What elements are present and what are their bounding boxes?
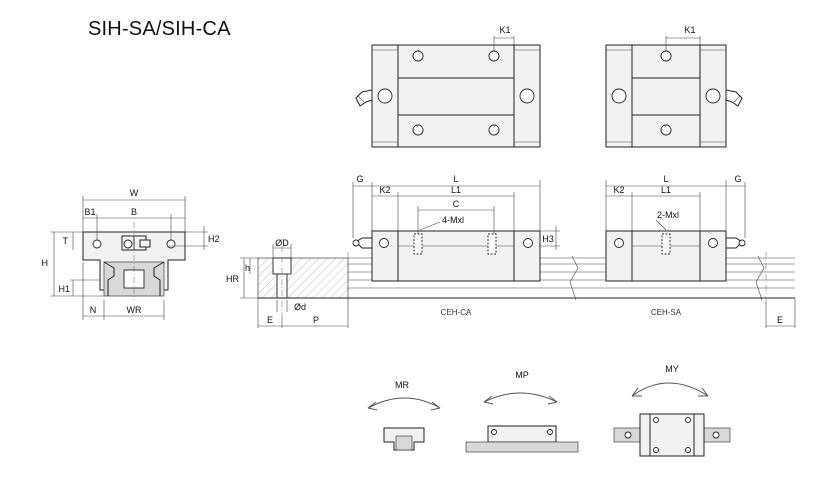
top-view-ca: K1	[355, 25, 541, 148]
dim-h: H	[42, 258, 49, 268]
dim-n: N	[90, 305, 97, 315]
dim-e-left: E	[267, 315, 273, 325]
dim-l1-left: L1	[451, 185, 461, 195]
moment-mp: MP	[465, 370, 579, 453]
dim-p: P	[313, 315, 319, 325]
cross-section-view: W B B1 H T H1 H2 N WR	[42, 188, 220, 320]
dim-l-left: L	[453, 174, 458, 184]
dim-k2-right: K2	[613, 185, 624, 195]
k1-label-right: K1	[684, 25, 695, 35]
moment-mr: MR	[367, 380, 441, 451]
label-my: MY	[665, 364, 679, 374]
caption-ca: CEH-CA	[441, 308, 472, 317]
dim-phi-d-lower: Ød	[294, 302, 306, 312]
dim-b1: B1	[84, 207, 95, 217]
dim-b: B	[131, 207, 137, 217]
k1-label-left: K1	[499, 25, 510, 35]
hole-label-sa: 2-Mxl	[657, 210, 679, 220]
dim-h3: H3	[542, 234, 554, 244]
dim-l1-right: L1	[661, 185, 671, 195]
dim-phi-d-upper: ØD	[275, 238, 289, 248]
dim-h-small: h	[245, 263, 250, 273]
dim-h1: H1	[58, 284, 70, 294]
dim-g-left: G	[356, 174, 363, 184]
label-mp: MP	[515, 370, 529, 380]
hole-label-ca: 4-Mxl	[442, 215, 464, 225]
page-title: SIH-SA/SIH-CA	[88, 18, 231, 40]
caption-sa: CEH-SA	[651, 308, 682, 317]
dim-l-right: L	[663, 174, 668, 184]
dim-k2-left: K2	[379, 185, 390, 195]
dim-t: T	[63, 236, 69, 246]
dim-c: C	[453, 199, 460, 209]
dim-g-right: G	[734, 174, 741, 184]
dim-hr: HR	[226, 274, 239, 284]
label-mr: MR	[395, 380, 409, 390]
dim-e-right: E	[777, 315, 783, 325]
dim-h2: H2	[208, 234, 220, 244]
dim-wr: WR	[127, 305, 142, 315]
moment-my: MY	[613, 364, 731, 457]
top-view-sa: K1	[605, 25, 743, 148]
side-view: G K2 L L1 C 4-Mxl H3 L L1 K2 G 2-Mxl ØD …	[226, 174, 796, 328]
dim-w: W	[130, 188, 139, 198]
